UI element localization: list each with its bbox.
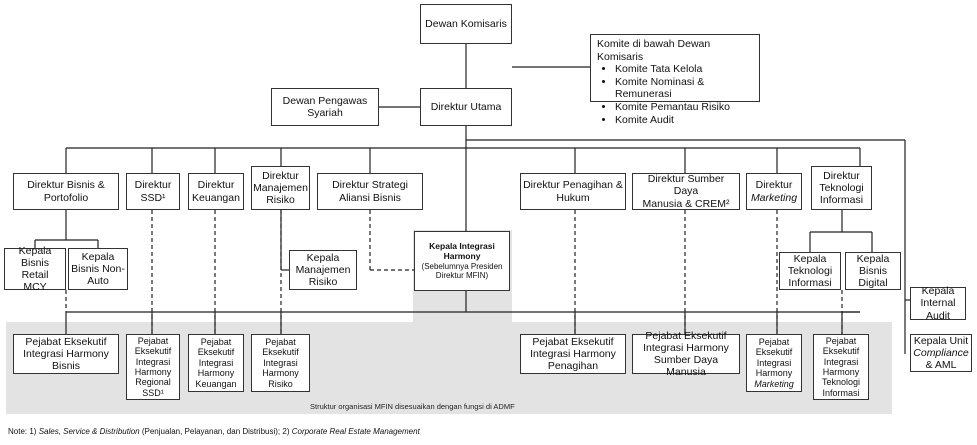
komite-item: Komite Nominasi & Remunerasi [615, 76, 753, 101]
pejabat-marketing-box: Pejabat Eksekutif Integrasi Harmony Mark… [746, 334, 802, 392]
direktur-ssd-box: Direktur SSD¹ [126, 173, 180, 210]
direktur-utama-box: Direktur Utama [420, 88, 512, 126]
komite-item: Komite Pemantau Risiko [615, 101, 753, 114]
pejabat-marketing-label: Pejabat Eksekutif Integrasi Harmony [755, 337, 793, 379]
direktur-ti-box: Direktur Teknologi Informasi [811, 166, 872, 210]
direktur-sdm-box: Direktur Sumber Daya Manusia & CREM² [632, 173, 740, 210]
direktur-manajemen-risiko-box: Direktur Manajemen Risiko [251, 166, 310, 210]
kepala-integrasi-title: Kepala Integrasi Harmony [429, 241, 495, 261]
kepala-compliance-box: Kepala Unit Compliance & AML [910, 334, 972, 372]
integration-caption: Struktur organisasi MFIN disesuaikan den… [310, 402, 515, 411]
footnote-crem: Corporate Real Estate Management [291, 427, 420, 436]
kepala-bisnis-retail-box: Kepala Bisnis Retail MCY [4, 245, 66, 293]
kepala-integrasi-subtitle: (Sebelumnya Presiden Direktur MFIN) [421, 261, 503, 280]
pejabat-sdm-box: Pejabat Eksekutif Integrasi Harmony Sumb… [632, 330, 740, 378]
kepala-compliance-aml: & AML [925, 359, 957, 372]
direktur-marketing-italic: Marketing [750, 191, 798, 204]
direktur-penagihan-box: Direktur Penagihan & Hukum [520, 173, 626, 210]
direktur-keuangan-box: Direktur Keuangan [188, 173, 244, 210]
kepala-bisnis-digital-box: Kepala Bisnis Digital [845, 252, 901, 290]
pejabat-risiko-box: Pejabat Eksekutif Integrasi Harmony Risi… [251, 334, 310, 392]
komite-item: Komite Audit [615, 114, 753, 127]
komite-list: Komite Tata Kelola Komite Nominasi & Rem… [597, 63, 753, 126]
komite-box: Komite di bawah Dewan Komisaris Komite T… [590, 34, 760, 126]
pejabat-ti-box: Pejabat Eksekutif Integrasi Harmony Tekn… [813, 334, 869, 400]
komite-title: Komite di bawah Dewan Komisaris [597, 38, 711, 63]
footnote-sales: Sales, Service & Distribution [38, 427, 140, 436]
kepala-integrasi-harmony-box: Kepala Integrasi Harmony (Sebelumnya Pre… [414, 231, 510, 291]
kepala-internal-audit-box: Kepala Internal Audit [910, 285, 966, 322]
direktur-strategi-box: Direktur Strategi Aliansi Bisnis [317, 173, 423, 210]
dewan-pengawas-syariah-box: Dewan Pengawas Syariah [271, 88, 379, 126]
pejabat-ssd-box: Pejabat Eksekutif Integrasi Harmony Regi… [126, 334, 180, 400]
pejabat-keuangan-box: Pejabat Eksekutif Integrasi Harmony Keua… [188, 334, 244, 392]
direktur-bisnis-box: Direktur Bisnis & Portofolio [13, 173, 119, 210]
footnote-prefix: Note: 1) [8, 427, 39, 436]
kepala-bisnis-non-auto-box: Kepala Bisnis Non- Auto [68, 248, 128, 290]
pejabat-penagihan-box: Pejabat Eksekutif Integrasi Harmony Pena… [520, 334, 626, 374]
direktur-marketing-label: Direktur [755, 179, 793, 192]
kepala-compliance-italic: Compliance [913, 346, 969, 359]
pejabat-bisnis-box: Pejabat Eksekutif Integrasi Harmony Bisn… [13, 334, 119, 374]
footnote-mid: (Penjualan, Pelayanan, dan Distribusi); … [139, 427, 292, 436]
komite-item: Komite Tata Kelola [615, 63, 753, 76]
kepala-compliance-label: Kepala Unit [913, 334, 969, 347]
direktur-marketing-box: Direktur Marketing [746, 173, 802, 210]
footnote: Note: 1) Sales, Service & Distribution (… [8, 427, 420, 436]
kepala-teknologi-informasi-box: Kepala Teknologi Informasi [779, 252, 841, 290]
dewan-komisaris-box: Dewan Komisaris [420, 4, 512, 44]
kepala-manajemen-risiko-box: Kepala Manajemen Risiko [289, 250, 357, 290]
pejabat-marketing-italic: Marketing [754, 378, 794, 389]
